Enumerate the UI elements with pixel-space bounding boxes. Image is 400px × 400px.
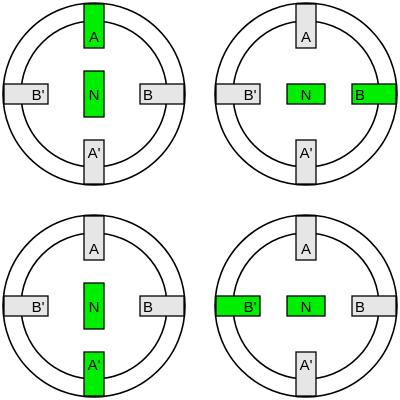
pole-a-label: A: [89, 241, 99, 258]
pole-b-prime-label: B': [244, 87, 257, 104]
pole-b: [139, 295, 185, 317]
pole-a: [295, 3, 317, 49]
motor-state-3: A A' B' B N: [2, 214, 186, 398]
pole-b-prime: [3, 83, 49, 105]
pole-a-prime-label: A': [300, 145, 313, 162]
pole-a-prime-label: A': [88, 357, 101, 374]
pole-a-prime-label: A': [88, 145, 101, 162]
pole-b-label: B: [143, 87, 153, 104]
pole-a-prime: [83, 351, 105, 397]
pole-a: [295, 215, 317, 261]
motor-state-1: A A' B' B N: [2, 2, 186, 186]
rotor: [83, 70, 105, 118]
pole-a-label: A: [301, 241, 311, 258]
motor-state-2: A A' B' B N: [214, 2, 398, 186]
pole-b-prime: [215, 295, 261, 317]
stator-outer-ring: [2, 214, 186, 398]
pole-a-prime: [83, 139, 105, 185]
rotor-label: N: [301, 87, 312, 104]
rotor: [83, 282, 105, 330]
pole-b-label: B: [355, 299, 365, 316]
pole-b-label: B: [143, 299, 153, 316]
pole-b: [139, 83, 185, 105]
pole-b-prime-label: B': [32, 87, 45, 104]
pole-a-prime: [295, 351, 317, 397]
rotor: [286, 295, 326, 317]
stator-outer-ring: [214, 2, 398, 186]
pole-b-prime: [3, 295, 49, 317]
pole-a: [83, 3, 105, 49]
pole-a-label: A: [301, 29, 311, 46]
rotor-label: N: [89, 299, 100, 316]
pole-b: [351, 295, 397, 317]
pole-a-prime: [295, 139, 317, 185]
pole-b: [351, 83, 397, 105]
rotor-label: N: [89, 87, 100, 104]
pole-b-prime-label: B': [32, 299, 45, 316]
pole-a-label: A: [89, 29, 99, 46]
pole-b-prime: [215, 83, 261, 105]
rotor: [286, 83, 326, 105]
pole-b-label: B: [355, 87, 365, 104]
pole-a-prime-label: A': [300, 357, 313, 374]
pole-a: [83, 215, 105, 261]
stator-outer-ring: [214, 214, 398, 398]
rotor-label: N: [301, 299, 312, 316]
motor-state-4: A A' B' B N: [214, 214, 398, 398]
pole-b-prime-label: B': [244, 299, 257, 316]
stator-outer-ring: [2, 2, 186, 186]
